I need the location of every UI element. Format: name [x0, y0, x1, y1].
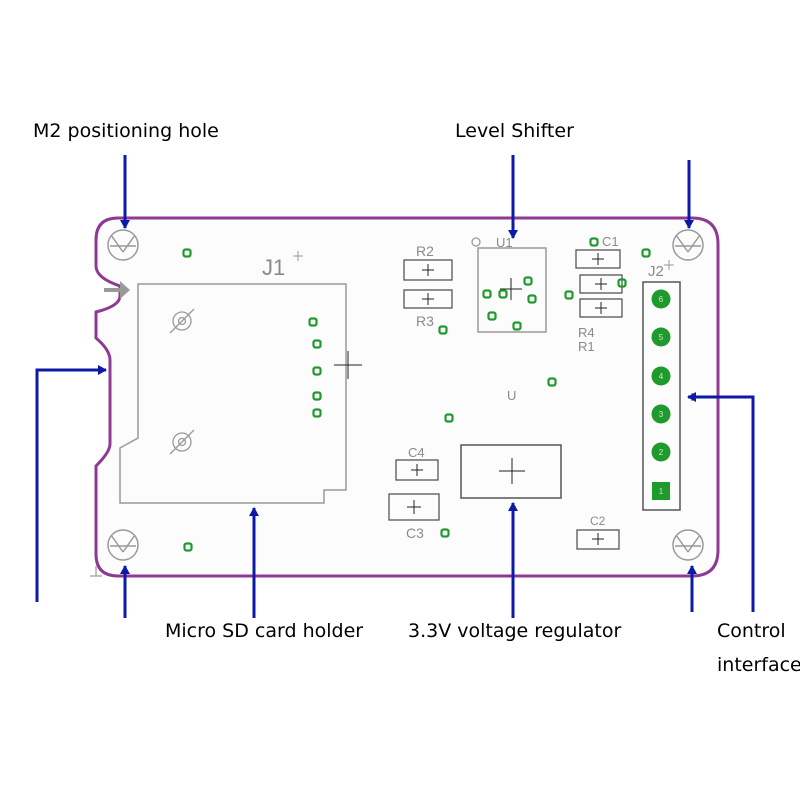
via-4: [312, 339, 322, 349]
header-pin-4: 4: [651, 366, 671, 386]
sd-holder-peg-2: [169, 429, 195, 455]
svg-text:5: 5: [659, 333, 664, 342]
mounting-hole-top-right: [672, 229, 704, 261]
regulator-cross: [499, 458, 525, 484]
label-micro-sd-card-holder: Micro SD card holder: [165, 620, 364, 642]
sd-holder-peg-1: [169, 308, 195, 334]
svg-text:4: 4: [659, 372, 664, 381]
u1-label: U1: [496, 235, 513, 250]
via-9: [444, 413, 454, 423]
via-20: [487, 311, 497, 321]
via-15: [440, 528, 450, 538]
regulator-body: [460, 444, 562, 499]
card-insert-arrow: [104, 281, 130, 299]
c2-label: C2: [590, 514, 606, 528]
label-voltage-regulator: 3.3V voltage regulator: [408, 620, 622, 642]
via-18: [523, 276, 533, 286]
level-shifter-cross: [500, 278, 522, 300]
via-2: [183, 542, 193, 552]
via-3: [308, 317, 318, 327]
sd-holder-outline: [119, 283, 347, 504]
pin1-marker: [471, 237, 481, 247]
r3-footprint: [403, 289, 453, 309]
r2-label: R2: [416, 243, 434, 259]
r1-footprint: [579, 298, 623, 318]
via-13: [564, 290, 574, 300]
sd-holder-origin-cross: [334, 351, 362, 379]
header-pin-5: 5: [651, 327, 671, 347]
c3-footprint: [388, 493, 440, 521]
header-pin-2: 2: [651, 442, 671, 462]
label-control-line-2: interface: [717, 654, 800, 676]
via-10: [547, 377, 557, 387]
svg-text:2: 2: [659, 448, 664, 457]
mounting-hole-bottom-left: [107, 529, 139, 561]
pointer-arrows: [35, 155, 755, 618]
u-mark: U: [507, 388, 516, 403]
r1-label: R1: [578, 339, 595, 354]
via-17: [498, 289, 508, 299]
arrow-left-cutout: [35, 365, 107, 602]
via-12: [641, 248, 651, 258]
level-shifter-body: [477, 247, 547, 333]
j1-origin-cross: [293, 251, 303, 261]
arrow-control-interface: [687, 392, 755, 612]
mounting-hole-top-left: [107, 229, 139, 261]
corner-mark: [90, 566, 102, 577]
mounting-hole-bottom-right: [672, 529, 704, 561]
header-pin-3: 3: [651, 404, 671, 424]
c1-label: C1: [602, 234, 619, 249]
label-level-shifter: Level Shifter: [455, 120, 574, 142]
svg-text:3: 3: [659, 410, 664, 419]
header-pin-6: 6: [651, 289, 671, 309]
via-19: [527, 294, 537, 304]
via-1: [182, 248, 192, 258]
via-11: [589, 237, 599, 247]
r4-footprint: [579, 274, 623, 294]
vias: [182, 237, 651, 552]
c4-footprint: [395, 459, 439, 481]
label-m2-positioning-hole: M2 positioning hole: [33, 120, 219, 142]
r4-label: R4: [578, 325, 595, 340]
label-control-line-1: Control: [717, 620, 786, 642]
via-8: [438, 325, 448, 335]
r3-label: R3: [416, 313, 434, 329]
c3-label: C3: [406, 525, 424, 541]
j2-label: J2: [648, 263, 664, 280]
c4-label: C4: [408, 445, 425, 460]
svg-text:6: 6: [659, 295, 664, 304]
board-outline: [94, 216, 720, 578]
r2-footprint: [403, 259, 453, 281]
via-5: [312, 366, 322, 376]
via-7: [312, 408, 322, 418]
via-21: [512, 321, 522, 331]
control-header-body: [642, 281, 681, 511]
svg-text:1: 1: [659, 487, 664, 496]
j2-origin-cross: [664, 260, 674, 270]
via-16: [482, 289, 492, 299]
c1-footprint: [575, 249, 621, 269]
header-pins: 6 5 4 3 2 1: [651, 289, 671, 500]
header-pin-1: 1: [652, 482, 670, 500]
via-6: [312, 391, 322, 401]
j1-label: J1: [262, 255, 285, 280]
c2-footprint: [576, 529, 620, 550]
svg-text:U: U: [507, 388, 516, 403]
via-14: [617, 278, 627, 288]
